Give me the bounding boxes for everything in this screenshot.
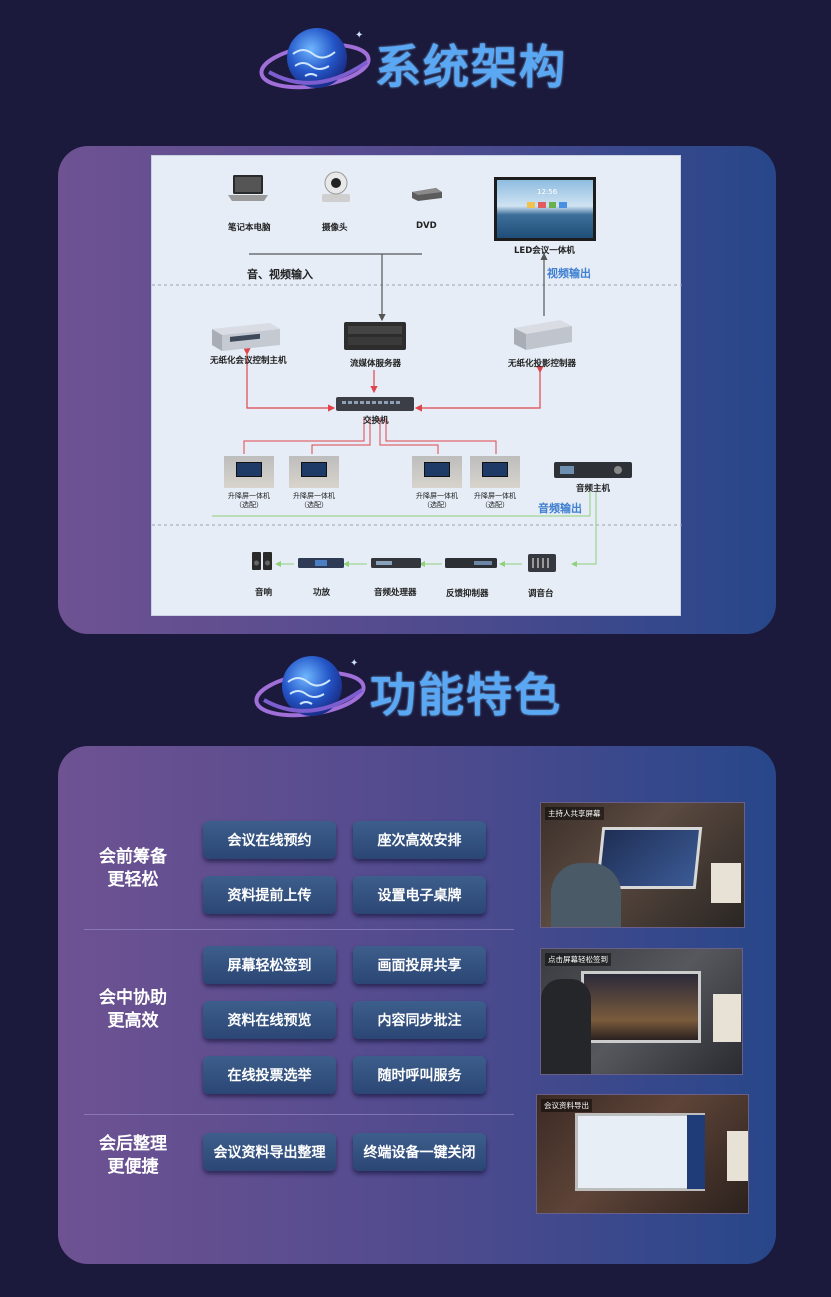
architecture-title-block: ✦ 系统架构 <box>255 24 567 104</box>
projection-controller-label: 无纸化投影控制器 <box>508 359 577 369</box>
terminal-1-label: 升降屏一体机 （选配） <box>228 492 270 509</box>
led-label: LED会议一体机 <box>514 246 575 256</box>
feedback-suppressor-label: 反馈抑制器 <box>446 589 489 599</box>
feature-button[interactable]: 会议资料导出整理 <box>203 1133 336 1171</box>
svg-text:✦: ✦ <box>350 658 358 669</box>
photo-tap-sign-in: 点击屏幕轻松签到 <box>540 948 743 1075</box>
switch-device <box>336 397 414 411</box>
feature-button[interactable]: 屏幕轻松签到 <box>203 946 336 984</box>
feature-button[interactable]: 设置电子桌牌 <box>353 876 486 914</box>
terminal-3-device <box>412 456 462 488</box>
group-label-line1: 会前筹备 <box>99 847 167 867</box>
speaker-device <box>252 552 272 570</box>
feature-button[interactable]: 内容同步批注 <box>353 1001 486 1039</box>
terminal-3-label: 升降屏一体机 （选配） <box>416 492 458 509</box>
terminal-2-device <box>289 456 339 488</box>
projection-controller-device <box>514 320 572 350</box>
speaker-label: 音响 <box>255 588 273 598</box>
group-post-meeting-label: 会后整理 更便捷 <box>78 1133 188 1179</box>
feature-button[interactable]: 座次高效安排 <box>353 821 486 859</box>
group-label-line1: 会后整理 <box>99 1134 167 1154</box>
feature-button[interactable]: 画面投屏共享 <box>353 946 486 984</box>
photo-caption: 主持人共享屏幕 <box>545 807 604 820</box>
amplifier-label: 功放 <box>313 588 331 598</box>
group-divider <box>84 929 514 930</box>
control-host-label: 无纸化会议控制主机 <box>210 356 287 366</box>
media-server-device <box>344 322 406 350</box>
feature-button[interactable]: 会议在线预约 <box>203 821 336 859</box>
audio-host-device <box>554 462 632 478</box>
planet-icon: ✦ <box>250 652 370 732</box>
group-pre-meeting-label: 会前筹备 更轻松 <box>78 846 188 892</box>
terminal-1-device <box>224 456 274 488</box>
amplifier-device <box>298 558 344 568</box>
feedback-suppressor-device <box>445 558 497 568</box>
laptop-device <box>228 175 268 201</box>
group-label-line1: 会中协助 <box>99 988 167 1008</box>
group-label-line2: 更轻松 <box>107 870 159 890</box>
camera-label: 摄像头 <box>322 223 348 233</box>
led-screen-time: 12:56 <box>537 188 558 196</box>
audio-output-label: 音频输出 <box>538 502 582 515</box>
terminal-4-device <box>470 456 520 488</box>
terminal-4-label: 升降屏一体机 （选配） <box>474 492 516 509</box>
control-host-device <box>212 323 280 351</box>
feature-button[interactable]: 终端设备一键关闭 <box>353 1133 486 1171</box>
diagram-connectors <box>152 252 682 567</box>
group-label-line2: 更便捷 <box>107 1157 159 1177</box>
features-title: 功能特色 <box>370 668 562 722</box>
svg-text:✦: ✦ <box>355 30 363 41</box>
photo-export-materials: 会议资料导出 <box>536 1094 749 1214</box>
group-label-line2: 更高效 <box>107 1011 159 1031</box>
audio-host-label: 音频主机 <box>576 484 611 494</box>
switch-label: 交换机 <box>363 416 389 426</box>
group-divider <box>84 1114 514 1115</box>
av-input-label: 音、视频输入 <box>247 268 313 281</box>
dvd-device <box>412 188 442 201</box>
features-title-block: ✦ 功能特色 <box>250 652 562 732</box>
feature-button[interactable]: 资料提前上传 <box>203 876 336 914</box>
mixer-device <box>528 554 556 572</box>
architecture-title: 系统架构 <box>375 40 567 94</box>
terminal-2-label: 升降屏一体机 （选配） <box>293 492 335 509</box>
group-in-meeting-label: 会中协助 更高效 <box>78 987 188 1033</box>
dvd-label: DVD <box>416 221 437 231</box>
photo-host-share-screen: 主持人共享屏幕 <box>540 802 745 928</box>
laptop-label: 笔记本电脑 <box>228 223 271 233</box>
feature-button[interactable]: 资料在线预览 <box>203 1001 336 1039</box>
planet-icon: ✦ <box>255 24 375 104</box>
camera-device <box>322 171 350 202</box>
system-architecture-diagram: 笔记本电脑 摄像头 DVD 12:56 LED会议一体机 音、视频输入 视频输出… <box>151 155 682 616</box>
mixer-label: 调音台 <box>528 589 554 599</box>
audio-processor-label: 音频处理器 <box>374 588 417 598</box>
feature-button[interactable]: 在线投票选举 <box>203 1056 336 1094</box>
photo-caption: 会议资料导出 <box>541 1099 592 1112</box>
video-output-label: 视频输出 <box>547 267 591 280</box>
audio-processor-device <box>371 558 421 568</box>
photo-caption: 点击屏幕轻松签到 <box>545 953 611 966</box>
led-screen-device: 12:56 <box>494 177 596 241</box>
feature-button[interactable]: 随时呼叫服务 <box>353 1056 486 1094</box>
media-server-label: 流媒体服务器 <box>350 359 402 369</box>
